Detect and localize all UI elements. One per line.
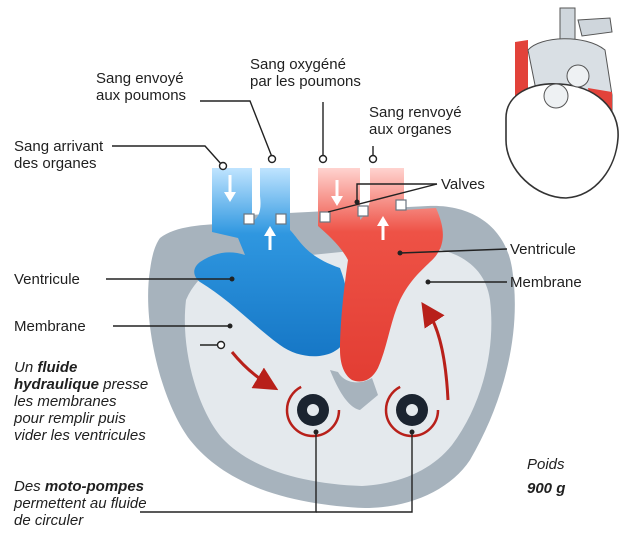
label-membrane-left: Membrane <box>14 318 86 335</box>
weight-label: Poids <box>527 456 565 473</box>
heart-thumbnail-icon <box>506 8 618 198</box>
label-ventricle-left: Ventricule <box>14 271 80 288</box>
label-oxygenated-blood: Sang oxygéné par les poumons <box>250 56 361 90</box>
label-valves: Valves <box>441 176 485 193</box>
weight-value: 900 g <box>527 480 565 497</box>
label-blood-to-lungs: Sang envoyé aux poumons <box>96 70 186 104</box>
label-blood-from-organs: Sang arrivant des organes <box>14 138 103 172</box>
label-blood-to-organs: Sang renvoyé aux organes <box>369 104 462 138</box>
label-membrane-right: Membrane <box>510 274 582 291</box>
label-ventricle-right: Ventricule <box>510 241 576 258</box>
